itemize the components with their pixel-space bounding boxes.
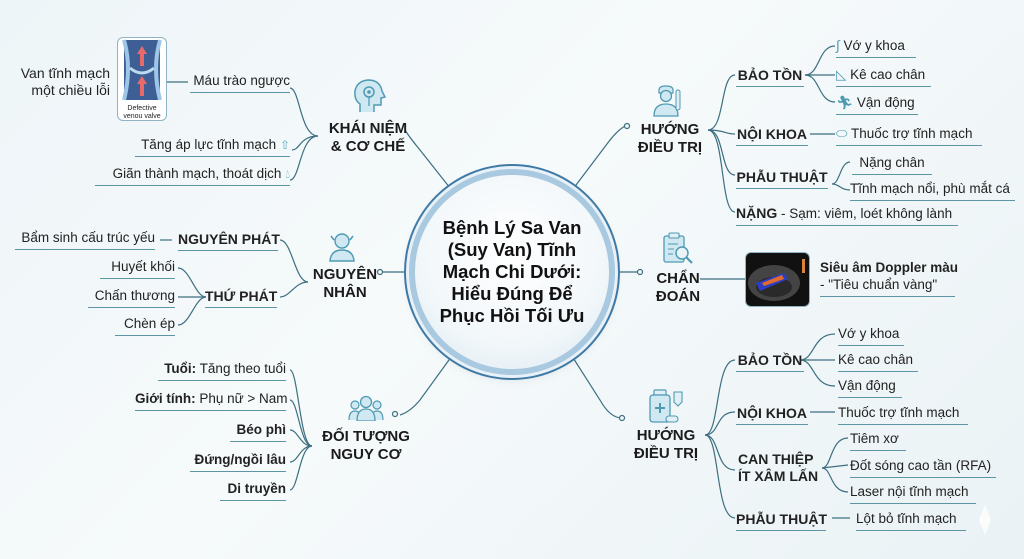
treatment-bottom-vein-stripping[interactable]: Lột bỏ tĩnh mạch <box>856 511 966 531</box>
category-causes[interactable]: NGUYÊN NHÂN <box>300 266 390 302</box>
treatment-bottom-stockings[interactable]: Vớ y khoa <box>838 326 904 346</box>
image-caption-line1: Defective <box>127 105 157 112</box>
clipboard-search-icon <box>663 232 693 264</box>
sock-icon: ∫ <box>836 38 844 53</box>
risk-item-gender[interactable]: Giới tính: Phụ nữ > Nam <box>135 391 288 411</box>
pressure-arrows-icon: ⇧ <box>279 138 290 152</box>
treatment-bottom-rfa[interactable]: Đốt sóng cao tần (RFA) <box>850 458 996 478</box>
group-people-icon <box>348 395 384 421</box>
leg-raise-icon: ◺ <box>836 67 851 82</box>
image-caption-line2: venou valve <box>123 113 161 120</box>
running-icon: 🏃︎ <box>836 95 857 110</box>
category-title-line2: ĐIỀU TRỊ <box>633 445 699 462</box>
treatment-bottom-conservative[interactable]: BẢO TỒN <box>736 352 804 372</box>
doctor-icon <box>329 233 355 262</box>
central-topic-node[interactable]: Bệnh Lý Sa Van (Suy Van) Tĩnh Mạch Chi D… <box>415 175 609 369</box>
category-treatment-bottom[interactable]: HƯỚNG ĐIỀU TRỊ <box>626 427 706 463</box>
fluid-drop-icon: 💧︎ <box>285 167 290 181</box>
treatment-bottom-minimally-invasive[interactable]: CAN THIỆP ÍT XÂM LẤN <box>738 451 819 484</box>
category-title-line2: ĐIỀU TRỊ <box>637 139 703 156</box>
treatment-bottom-leg-elevation[interactable]: Kê cao chân <box>838 352 918 372</box>
treatment-top-compression-stockings[interactable]: ∫ Vớ y khoa <box>836 38 916 58</box>
cause-secondary-item[interactable]: Chèn ép <box>115 316 175 336</box>
category-title-line1: NGUYÊN <box>312 266 378 283</box>
category-title-line1: CHẨN <box>656 270 700 287</box>
category-title-line2: NHÂN <box>323 284 367 301</box>
treatment-bottom-sclerotherapy[interactable]: Tiêm xơ <box>850 431 906 451</box>
defective-valve-image: Defective venou valve <box>117 37 167 121</box>
treatment-top-exercise[interactable]: 🏃︎ Vận động <box>836 95 918 115</box>
treatment-bottom-surgery[interactable]: PHẪU THUẬT <box>736 511 827 531</box>
treatment-top-surgery[interactable]: PHẪU THUẬT <box>736 169 828 189</box>
medicine-bottle-icon <box>649 389 683 423</box>
treatment-bottom-exercise[interactable]: Vận động <box>838 378 902 398</box>
category-title-line1: KHÁI NIỆM <box>328 120 408 137</box>
valve-label: Van tĩnh mạch một chiều lỗi <box>20 65 110 98</box>
cause-primary[interactable]: NGUYÊN PHÁT <box>178 231 280 251</box>
cause-secondary-item[interactable]: Huyết khối <box>100 259 175 279</box>
category-title-line2: & CƠ CHẾ <box>330 138 406 155</box>
head-gear-icon <box>354 79 386 112</box>
doppler-ultrasound-image <box>745 252 810 307</box>
diagnosis-method[interactable]: Siêu âm Doppler màu - "Tiêu chuẩn vàng" <box>820 259 958 297</box>
category-concept-mechanism[interactable]: KHÁI NIỆM & CƠ CHẾ <box>318 120 418 156</box>
treatment-top-conservative[interactable]: BẢO TỒN <box>736 67 804 87</box>
vein-valve-icon <box>122 39 162 101</box>
cause-secondary-item[interactable]: Chấn thương <box>88 288 175 308</box>
category-title-line1: HƯỚNG <box>636 427 696 444</box>
category-risk-groups[interactable]: ĐỐI TƯỢNG NGUY CƠ <box>314 428 418 464</box>
treatment-top-medical[interactable]: NỘI KHOA <box>736 126 808 146</box>
treatment-top-leg-elevation[interactable]: ◺ Kê cao chân <box>836 67 931 87</box>
central-topic-title: Bệnh Lý Sa Van (Suy Van) Tĩnh Mạch Chi D… <box>439 217 585 326</box>
category-diagnosis[interactable]: CHẨN ĐOÁN <box>648 270 708 306</box>
treatment-top-severe[interactable]: NẶNG - Sạm: viêm, loét không lành <box>736 205 958 226</box>
treatment-bottom-venotonic-drug[interactable]: Thuốc trợ tĩnh mạch <box>838 405 968 425</box>
risk-item-standing-sitting[interactable]: Đứng/ngồi lâu <box>190 452 286 472</box>
pill-icon: ⬭ <box>836 126 852 141</box>
treatment-top-symptom-heavy-legs[interactable]: Nặng chân <box>852 155 932 175</box>
treatment-bottom-endovenous-laser[interactable]: Laser nội tĩnh mạch <box>850 484 976 504</box>
risk-item-age[interactable]: Tuổi: Tăng theo tuổi <box>158 361 286 381</box>
cause-secondary[interactable]: THỨ PHÁT <box>205 288 277 308</box>
category-title-line2: ĐOÁN <box>655 288 701 305</box>
category-title-line2: NGUY CƠ <box>330 446 402 463</box>
treatment-bottom-medical[interactable]: NỘI KHOA <box>736 405 808 425</box>
category-title-line1: ĐỐI TƯỢNG <box>322 428 410 445</box>
treatment-top-venotonic-drug[interactable]: ⬭ Thuốc trợ tĩnh mạch <box>836 126 982 146</box>
cause-primary-item[interactable]: Bẩm sinh cấu trúc yếu <box>15 230 155 250</box>
category-title-line1: HƯỚNG <box>640 121 700 138</box>
concept-item-reflux[interactable]: Máu trào ngược <box>190 73 290 93</box>
ultrasound-scan-icon <box>748 259 805 301</box>
risk-item-obesity[interactable]: Béo phì <box>230 422 286 442</box>
nurse-icon <box>653 85 681 117</box>
treatment-top-symptom-varicose[interactable]: Tĩnh mạch nổi, phù mắt cá <box>850 181 1015 201</box>
category-treatment-top[interactable]: HƯỚNG ĐIỀU TRỊ <box>630 121 710 157</box>
concept-item-venous-pressure[interactable]: Tăng áp lực tĩnh mạch ⇧ <box>135 137 290 157</box>
concept-item-dilation[interactable]: Giãn thành mạch, thoát dịch 💧︎ <box>95 166 290 186</box>
risk-item-genetics[interactable]: Di truyền <box>220 481 286 501</box>
